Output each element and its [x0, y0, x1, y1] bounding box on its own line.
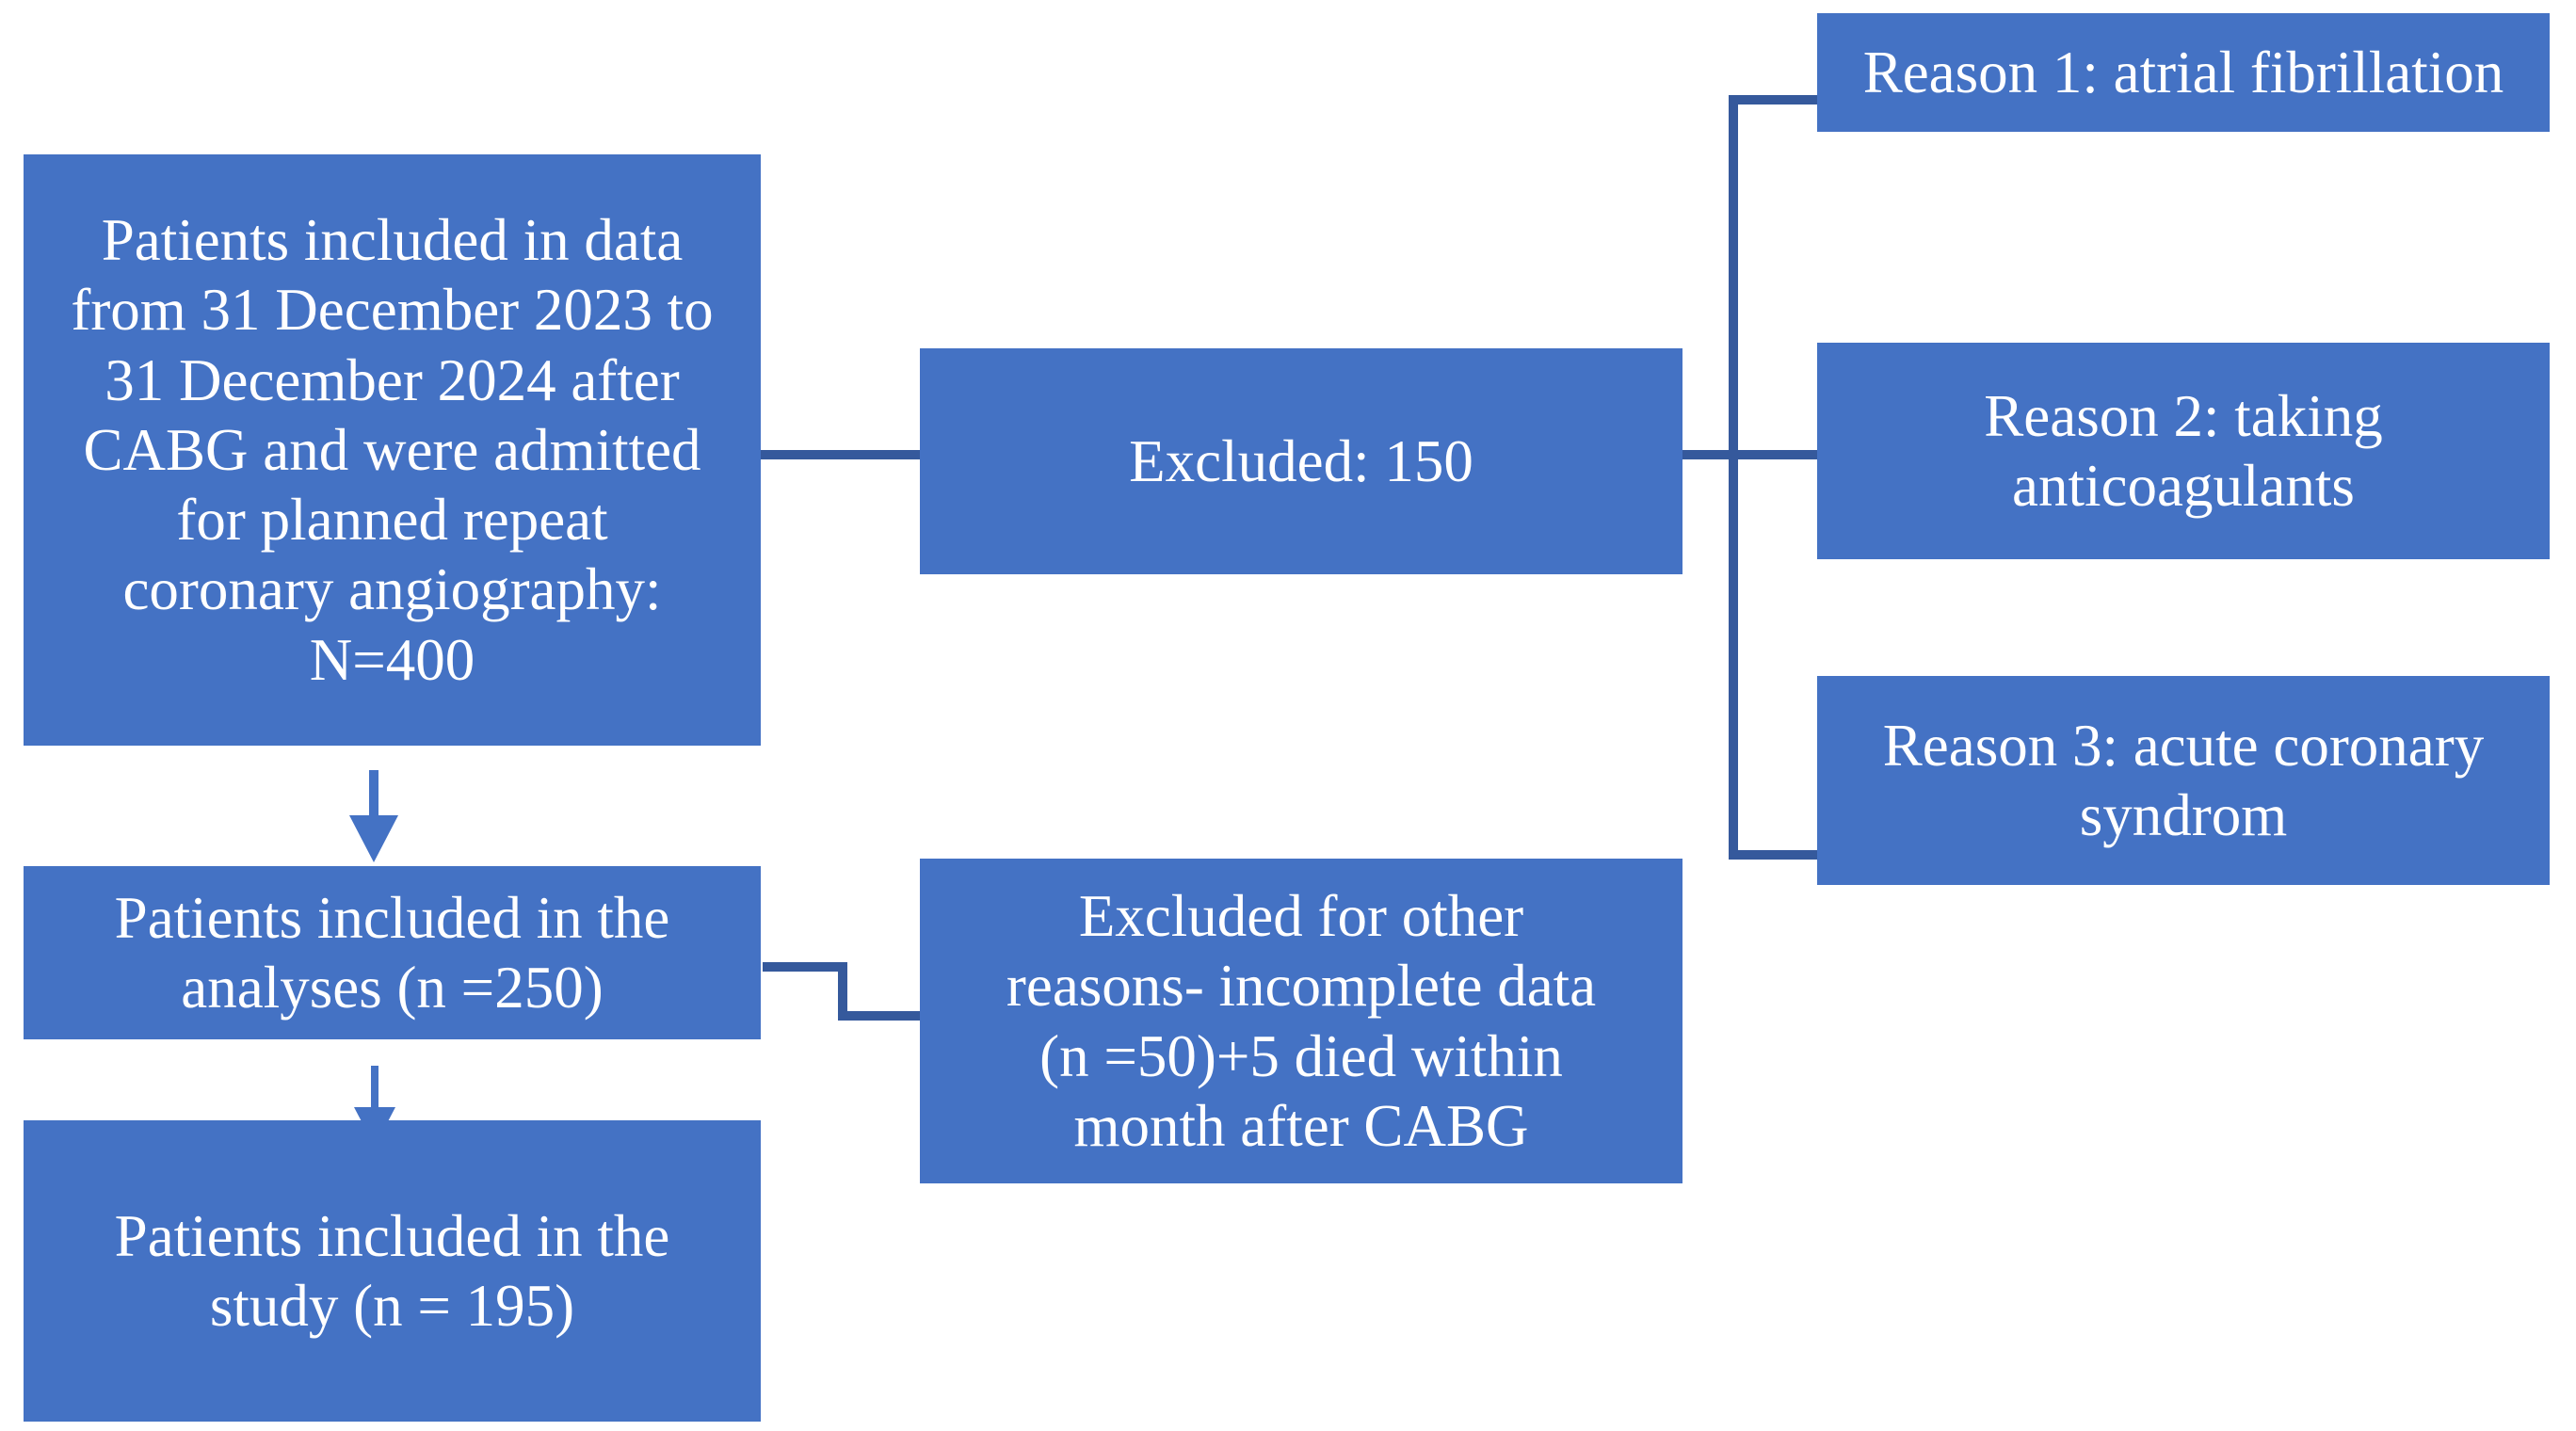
connector-analyses-to-excluded-other-segment3	[838, 1011, 923, 1021]
node-included-in-analyses: Patients included in the analyses (n =25…	[24, 866, 761, 1039]
connector-source-to-excluded	[761, 450, 921, 459]
node-exclusion-reason-2: Reason 2: taking anticoagulants	[1817, 343, 2550, 559]
node-exclusion-reason-1-label: Reason 1: atrial fibrillation	[1862, 39, 2504, 105]
node-exclusion-reason-2-label: Reason 2: taking anticoagulants	[1984, 382, 2383, 519]
node-excluded-total-label: Excluded: 150	[1129, 427, 1473, 494]
bracket-spine	[1729, 95, 1738, 860]
arrow-source-to-analyses-head	[349, 815, 398, 862]
connector-analyses-to-excluded-other-segment1	[763, 962, 847, 972]
node-exclusion-reason-3-label: Reason 3: acute coronary syndrom	[1882, 712, 2485, 848]
node-excluded-other-reasons: Excluded for other reasons- incomplete d…	[920, 859, 1682, 1183]
arrow-analyses-to-study-shaft	[371, 1066, 378, 1111]
connector-analyses-to-excluded-other-segment2	[838, 962, 847, 1021]
node-excluded-other-reasons-label: Excluded for other reasons- incomplete d…	[1006, 882, 1597, 1159]
node-included-in-study-label: Patients included in the study (n = 195)	[114, 1202, 670, 1339]
bracket-arm-reason3	[1729, 850, 1823, 860]
node-included-in-study: Patients included in the study (n = 195)	[24, 1120, 761, 1422]
node-included-in-analyses-label: Patients included in the analyses (n =25…	[114, 884, 670, 1021]
arrow-source-to-analyses-shaft	[369, 770, 378, 819]
bracket-arm-reason1	[1729, 95, 1823, 105]
node-exclusion-reason-3: Reason 3: acute coronary syndrom	[1817, 676, 2550, 885]
node-source-population: Patients included in data from 31 Decemb…	[24, 154, 761, 746]
node-excluded-total: Excluded: 150	[920, 348, 1682, 574]
bracket-arm-reason2	[1729, 450, 1823, 459]
node-source-population-label: Patients included in data from 31 Decemb…	[71, 206, 714, 693]
node-exclusion-reason-1: Reason 1: atrial fibrillation	[1817, 13, 2550, 132]
